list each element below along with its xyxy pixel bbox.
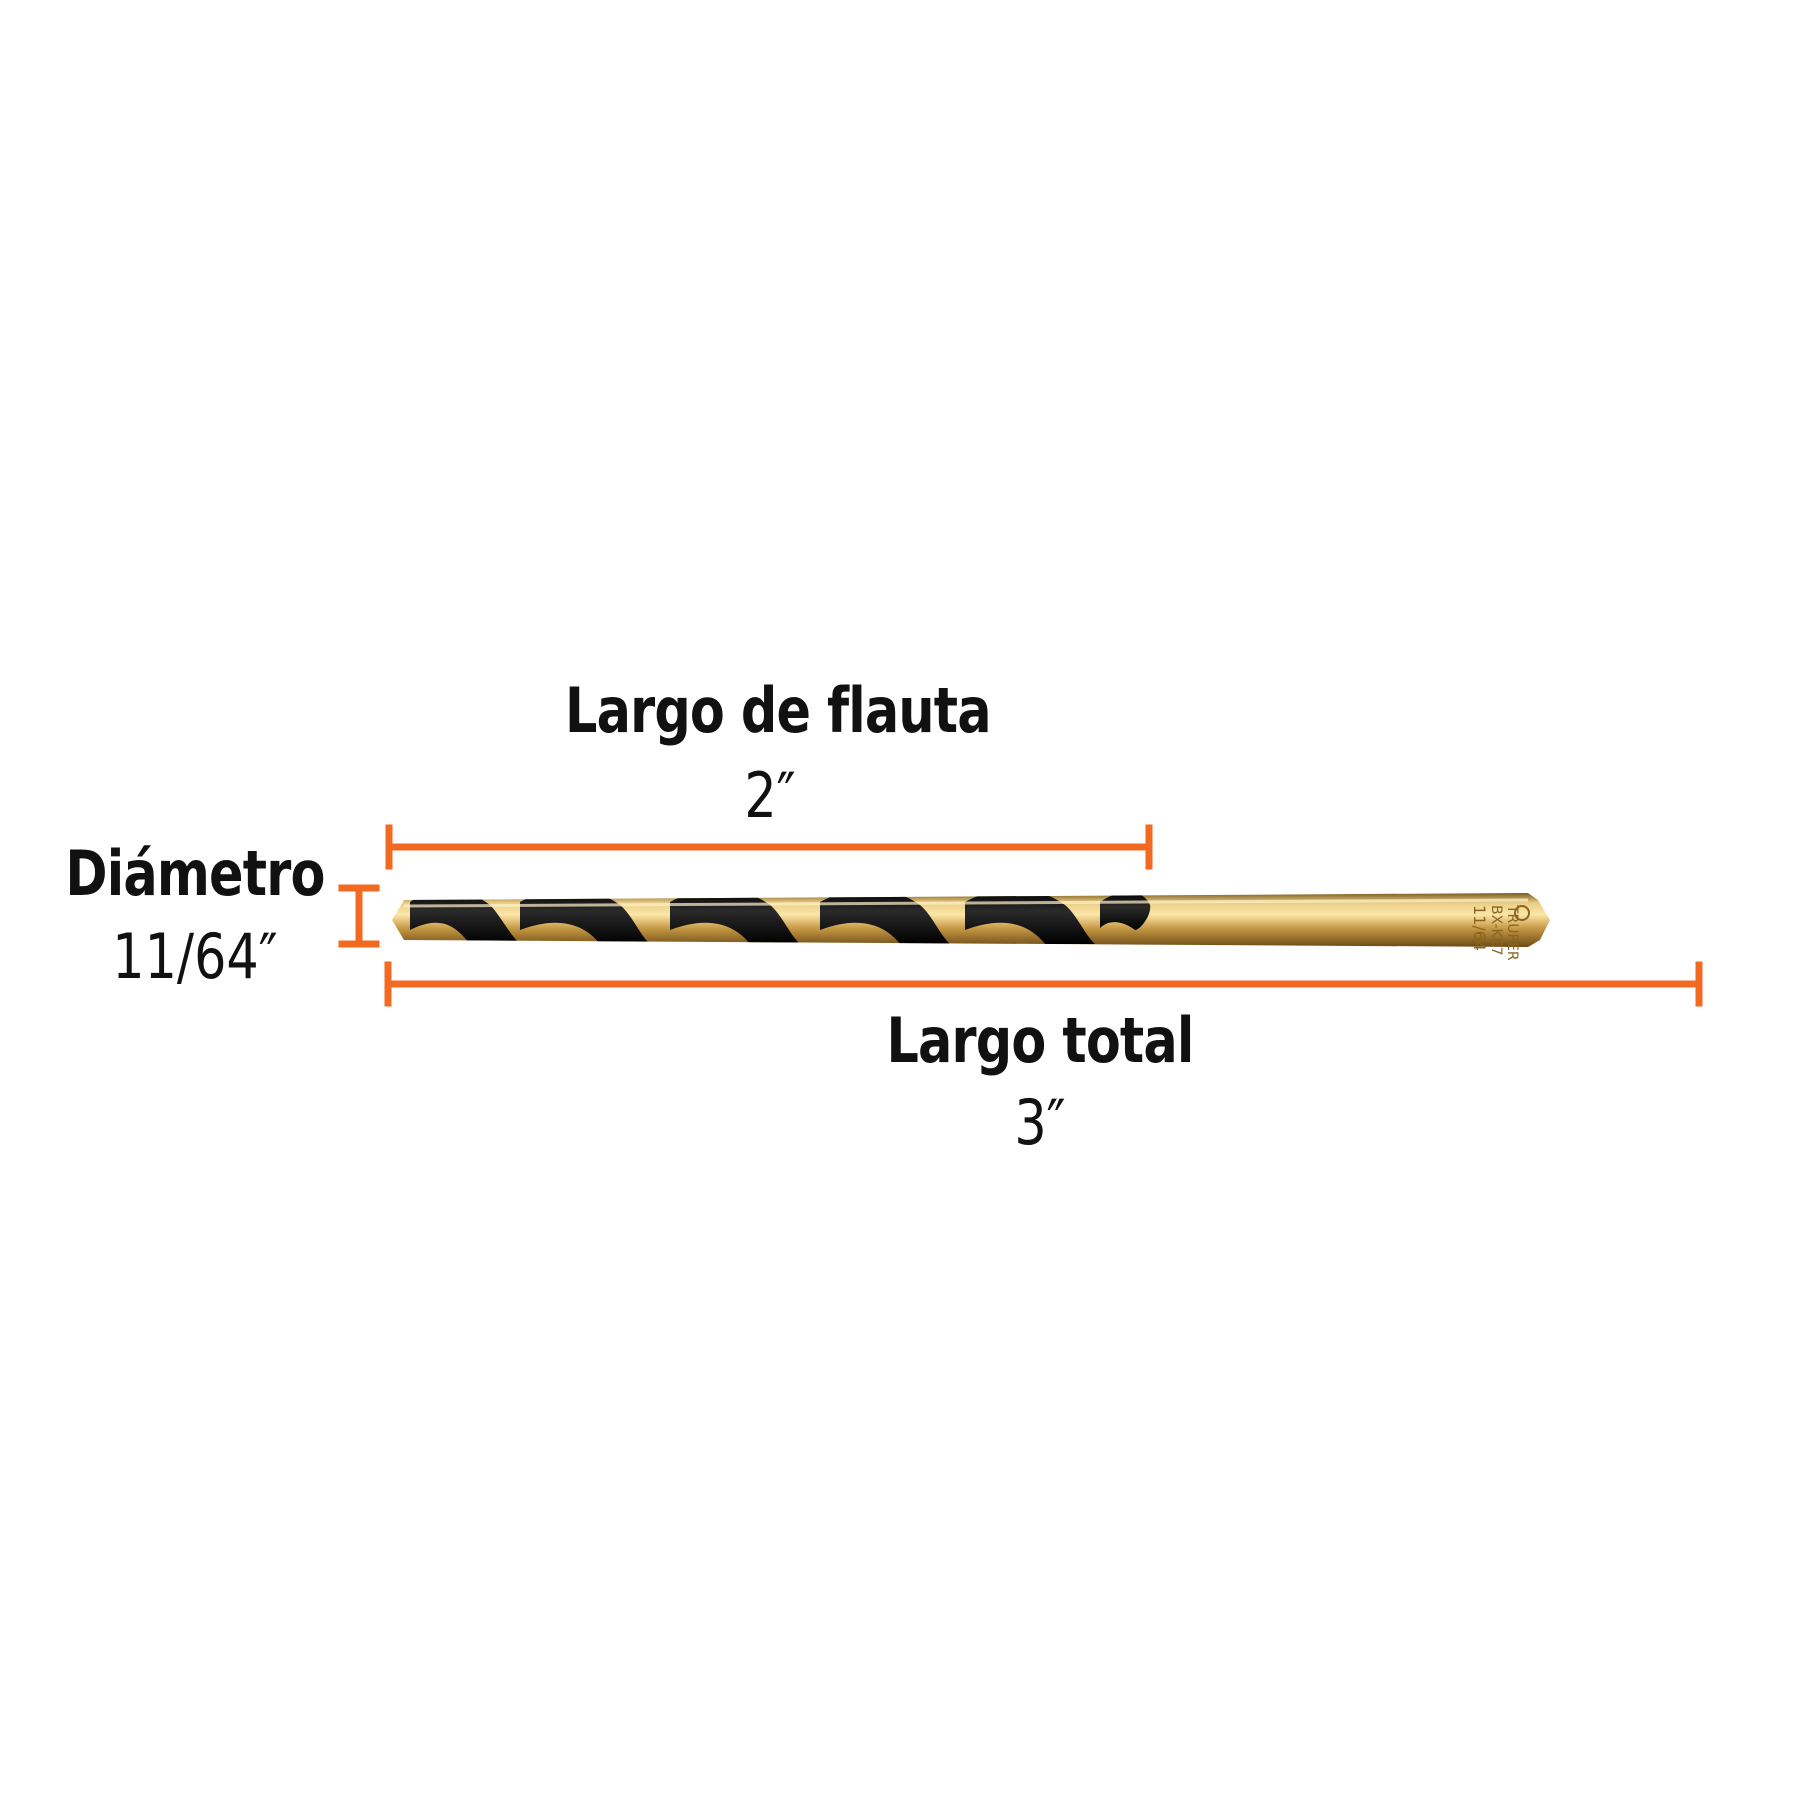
bit-engraving [1514,905,1530,921]
total-length-value: 3″ [1014,1086,1066,1159]
diameter-value: 11/64″ [112,920,278,993]
bit-marking-brand: TRUPER [1504,904,1520,961]
diameter-dimension [338,884,380,948]
drill-bit-highlight [403,898,1529,908]
total-length-title: Largo total [886,1004,1194,1077]
flute-length-title: Largo de flauta [565,674,992,747]
flute-length-dimension [385,824,1153,870]
drill-bit: TRUPER BX-KE7 11/64 [392,893,1550,961]
flute-groove [520,893,650,944]
total-length-dimension [384,961,1703,1007]
flute-groove [410,893,520,944]
flute-length-value: 2″ [744,759,796,832]
bit-marking-size: 11/64 [1470,905,1489,951]
bit-marking-code: BX-KE7 [1488,905,1504,955]
brand-logo-icon [1514,905,1530,921]
diameter-title: Diámetro [65,837,325,910]
